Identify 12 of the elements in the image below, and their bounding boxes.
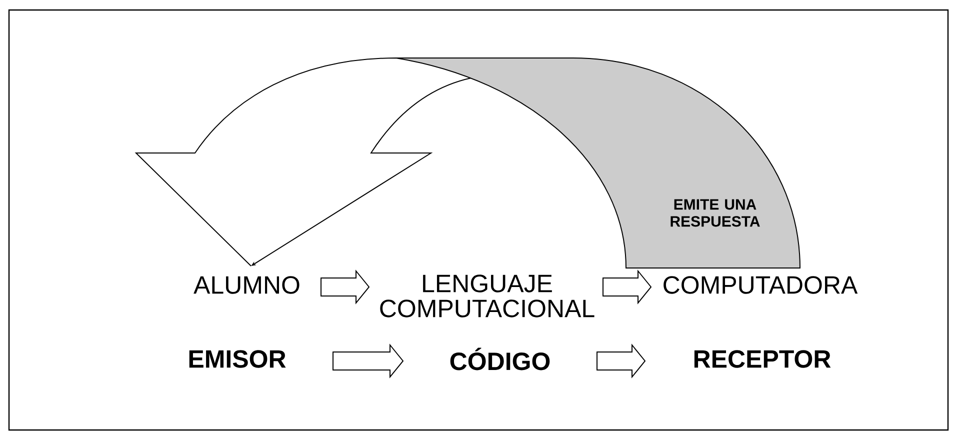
role-label: EMISOR	[189, 350, 286, 368]
participant-label: COMPUTADORA	[664, 276, 858, 294]
block-arrow	[596, 344, 646, 378]
participant-label: ALUMNO	[194, 276, 300, 294]
role-label: RECEPTOR	[694, 350, 831, 368]
participant-label: LENGUAJE COMPUTACIONAL	[380, 274, 594, 318]
block-arrow	[320, 270, 370, 304]
block-arrow	[602, 270, 652, 304]
edge-label: EMITE UNA RESPUESTA	[670, 199, 760, 227]
block-arrow	[332, 344, 404, 378]
curved-arrow	[136, 58, 800, 268]
role-label: CÓDIGO	[450, 348, 550, 370]
